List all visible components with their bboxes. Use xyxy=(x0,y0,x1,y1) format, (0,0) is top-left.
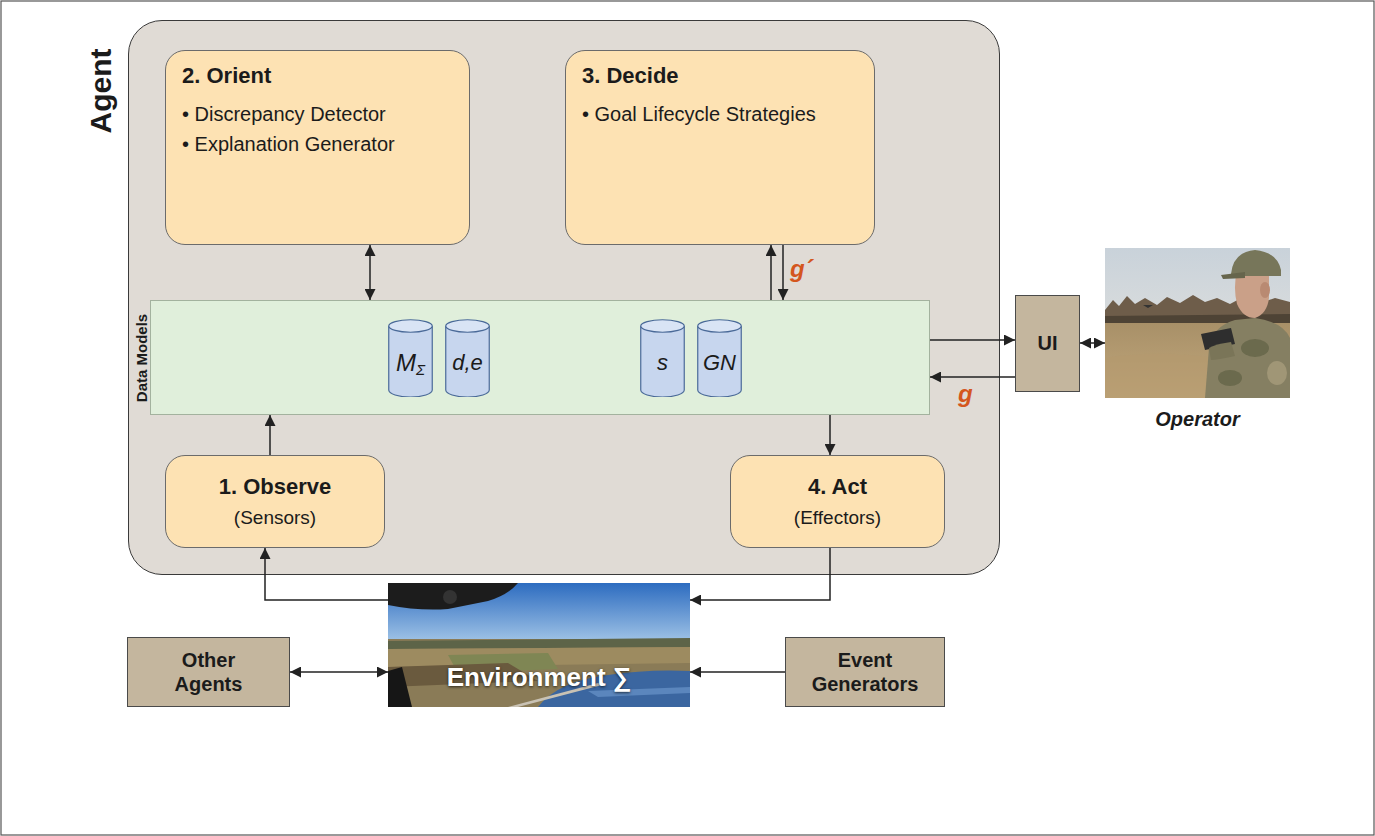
soldier-cap xyxy=(1229,250,1281,276)
process-box: 4. Act (Effectors) xyxy=(730,455,945,548)
agent-container: Agent2. Orient• Discrepancy Detector• Ex… xyxy=(128,20,1000,575)
cylinder-top xyxy=(698,320,742,333)
node-label: • Explanation Generator xyxy=(182,129,395,159)
edge-label-holder: g xyxy=(958,381,973,407)
cylinder-top xyxy=(446,320,490,333)
sky xyxy=(1105,248,1290,398)
data-store: MΣ xyxy=(388,319,433,397)
node-label: • Goal Lifecycle Strategies xyxy=(582,99,816,129)
node-label: Σ xyxy=(416,361,425,378)
data-store: GN xyxy=(697,319,742,397)
process-box: 3. Decide • Goal Lifecycle Strategies xyxy=(565,50,875,245)
node-label: (Effectors) xyxy=(794,507,881,529)
node-label: Environment ∑ xyxy=(447,662,632,693)
soldier-ear xyxy=(1260,282,1270,298)
connector-arrow xyxy=(290,671,388,673)
node-label: s xyxy=(657,350,668,376)
camo-patch xyxy=(1218,370,1242,386)
operator-photo xyxy=(1105,248,1290,398)
node-label: 4. Act xyxy=(808,474,867,500)
camo-patch xyxy=(1267,361,1287,385)
process-box: 1. Observe (Sensors) xyxy=(165,455,385,548)
connector-arrow xyxy=(690,671,785,673)
ui-box: UI xyxy=(1015,295,1080,392)
data-store: s xyxy=(640,319,685,397)
node-label: 2. Orient xyxy=(182,63,271,89)
edge-label-holder: g´ xyxy=(790,256,813,282)
node-label: (Sensors) xyxy=(234,507,316,529)
operator-photo-frame: Operator xyxy=(1105,248,1290,398)
node-label: Data Models xyxy=(133,314,150,402)
land xyxy=(388,639,690,707)
drone-icon xyxy=(1143,305,1153,308)
drone-camera xyxy=(388,583,518,610)
sky xyxy=(388,583,690,645)
camera-lens xyxy=(443,590,457,604)
edge-label: g xyxy=(958,381,973,407)
drone-arm xyxy=(388,667,412,707)
data-store: d,e xyxy=(445,319,490,397)
data-band: Data ModelsMΣd,esGN xyxy=(150,300,930,415)
node-label: UI xyxy=(1038,332,1058,355)
environment-frame: Environment ∑ xyxy=(388,583,690,707)
external-box: Other Agents xyxy=(127,637,290,707)
node-label: M xyxy=(396,349,416,377)
node-label: Operator xyxy=(1105,408,1290,431)
soldier-arm xyxy=(1209,342,1235,360)
cylinder-body xyxy=(446,326,490,397)
node-label: 3. Decide xyxy=(582,63,679,89)
cylinder-body xyxy=(389,326,433,397)
camo-patch xyxy=(1241,339,1269,357)
node-label: Event Generators xyxy=(805,648,925,696)
external-box: Event Generators xyxy=(785,637,945,707)
node-label: 1. Observe xyxy=(219,474,332,500)
node-label: Agent xyxy=(84,49,118,134)
cylinder-body xyxy=(698,326,742,397)
cylinder-top xyxy=(389,320,433,333)
node-label: d,e xyxy=(452,350,483,376)
node-label: Other Agents xyxy=(159,648,259,696)
node-label: GN xyxy=(703,350,736,376)
soldier-body xyxy=(1205,318,1290,398)
process-box: 2. Orient • Discrepancy Detector• Explana… xyxy=(165,50,470,245)
edge-label: g´ xyxy=(790,256,813,282)
cap-brim xyxy=(1221,272,1245,279)
cylinder-body xyxy=(641,326,685,397)
node-label: • Discrepancy Detector xyxy=(182,99,386,129)
connector-arrow xyxy=(1080,342,1105,344)
cylinder-top xyxy=(641,320,685,333)
